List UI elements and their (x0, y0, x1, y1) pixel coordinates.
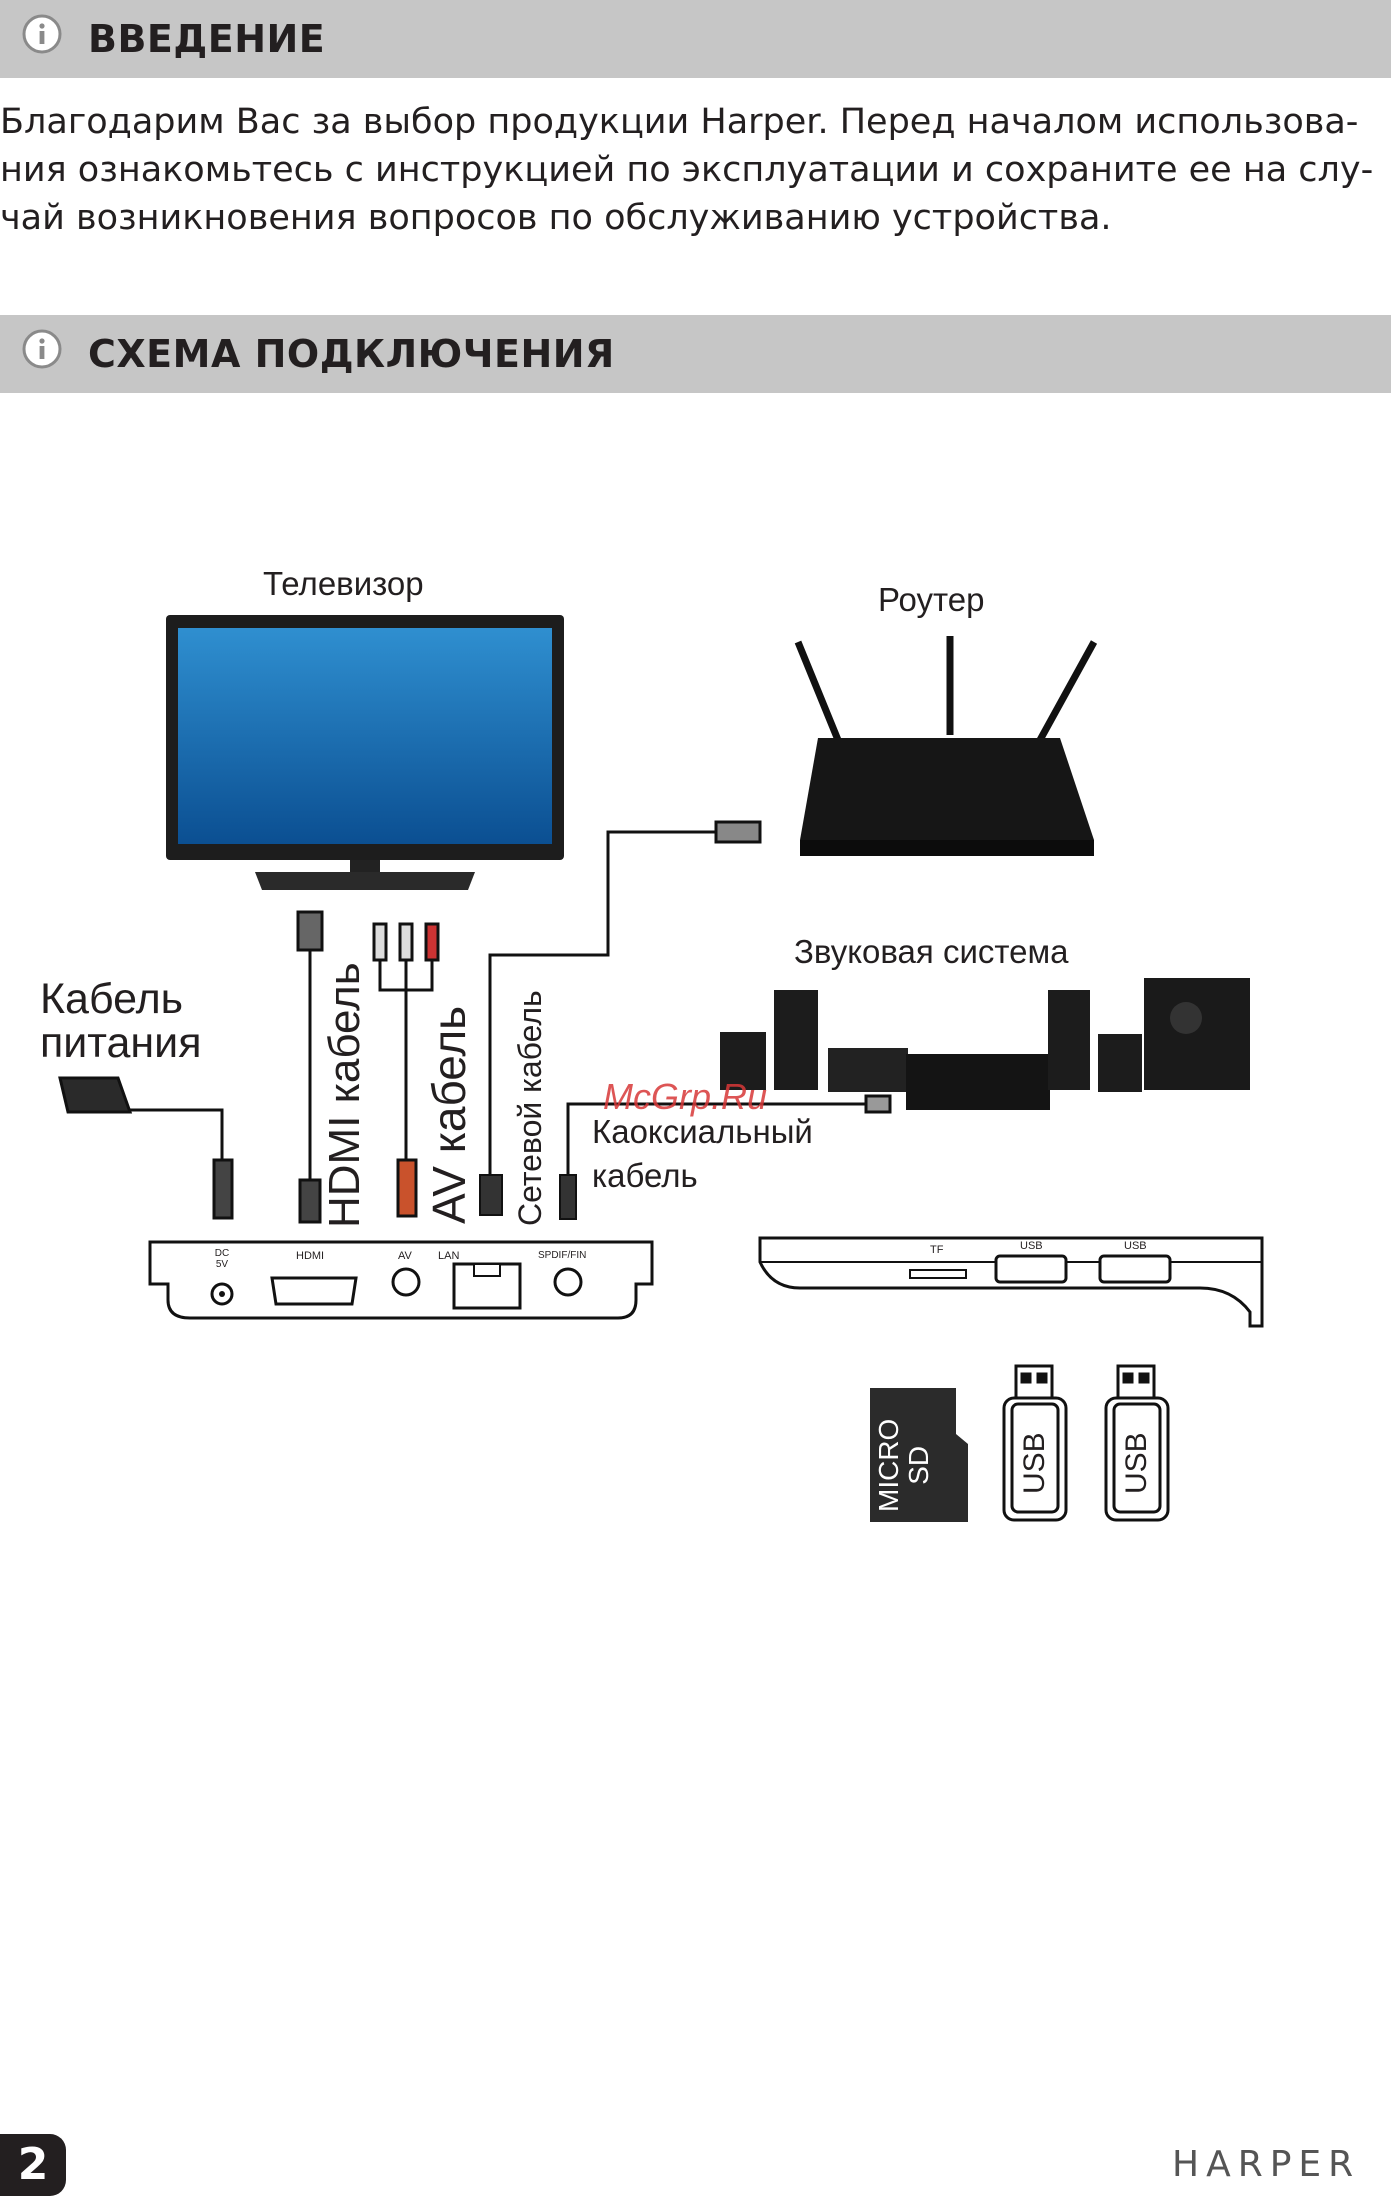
sound-system-illustration (720, 978, 1250, 1110)
av-cable-label: AV кабель (423, 1005, 475, 1224)
coax-cable-label: Каоксиальный кабель (592, 1113, 813, 1194)
av-cable (372, 922, 440, 1218)
port-label-spdif: SPDIF/FIN (538, 1250, 587, 1261)
usb-stick-label: USB (1018, 1432, 1051, 1494)
usb-stick-label: USB (1120, 1432, 1153, 1494)
coax-cable (566, 1094, 892, 1175)
spdif-plug (559, 1174, 577, 1220)
network-cable (488, 820, 762, 1175)
router-illustration (794, 636, 1098, 856)
tv-label: Телевизор (263, 565, 424, 602)
microsd-label: MICRO SD (873, 1418, 934, 1512)
usb-stick-icon (1002, 1364, 1068, 1522)
power-cable (58, 1076, 234, 1220)
brand-logo: HARPER (1172, 2144, 1361, 2185)
port-label-av: AV (398, 1250, 412, 1262)
page-number: 2 (0, 2134, 66, 2196)
intro-line: чай возникновения вопросов по обслуживан… (0, 198, 1112, 238)
lan-plug (479, 1174, 503, 1216)
tv-illustration (166, 615, 564, 890)
intro-paragraph: Благодарим Вас за выбор продукции Harper… (0, 98, 1391, 242)
set-top-box-rear (148, 1240, 654, 1320)
section-header-intro: ВВЕДЕНИЕ (0, 0, 1391, 78)
hdmi-cable-label: HDMI кабель (320, 962, 369, 1228)
port-label-dc: DC 5V (214, 1248, 230, 1270)
intro-line: Благодарим Вас за выбор продукции Harper… (0, 102, 1359, 142)
info-icon (22, 329, 62, 369)
port-label-usb: USB (1020, 1240, 1043, 1252)
port-label-lan: LAN (438, 1250, 460, 1262)
power-cable-label: Кабель питания (40, 975, 202, 1067)
info-icon (22, 14, 62, 54)
section-title-connection: СХЕМА ПОДКЛЮЧЕНИЯ (88, 332, 615, 376)
port-label-hdmi: HDMI (296, 1250, 325, 1262)
sound-system-label: Звуковая система (794, 933, 1069, 970)
usb-stick-icon (1104, 1364, 1170, 1522)
port-label-tf: TF (930, 1244, 944, 1256)
router-label: Роутер (878, 581, 985, 618)
network-cable-label: Сетевой кабель (512, 990, 548, 1226)
hdmi-cable (296, 910, 324, 1224)
watermark: McGrp.Ru (603, 1076, 768, 1117)
port-label-usb: USB (1124, 1240, 1147, 1252)
microsd-card-icon (870, 1388, 968, 1522)
set-top-box-side (758, 1236, 1264, 1328)
section-title-intro: ВВЕДЕНИЕ (88, 17, 326, 61)
intro-line: ния ознакомьтесь с инструкцией по эксплу… (0, 150, 1374, 190)
section-header-connection: СХЕМА ПОДКЛЮЧЕНИЯ (0, 315, 1391, 393)
